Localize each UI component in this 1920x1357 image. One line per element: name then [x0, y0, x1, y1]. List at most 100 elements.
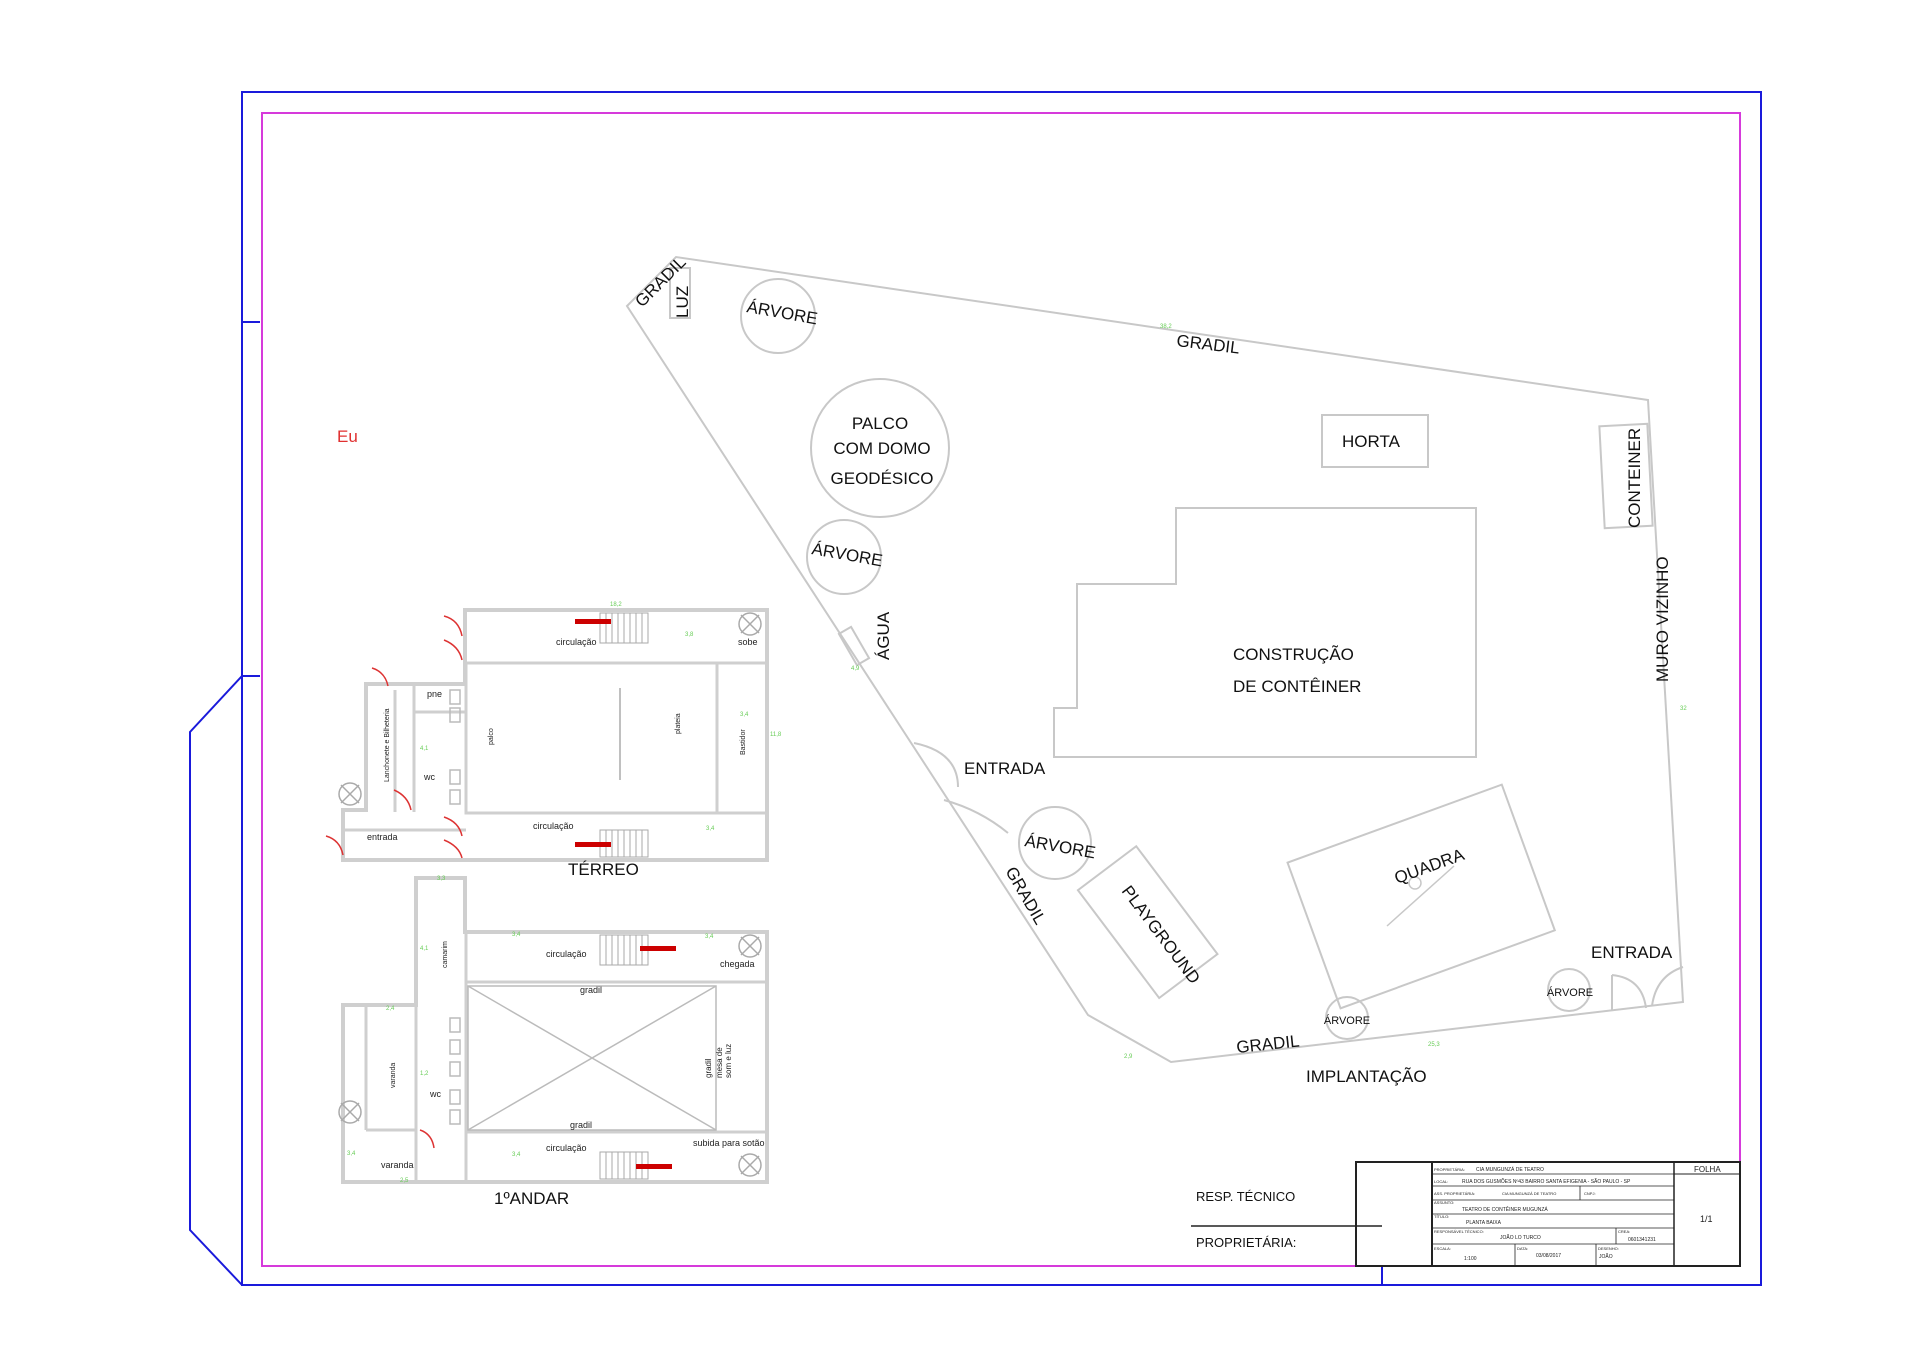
ground-wc: wc	[423, 772, 435, 782]
entrance-door-1	[913, 742, 1009, 834]
ground-sobe: sobe	[738, 637, 758, 647]
first-stair-marker-top	[640, 946, 676, 951]
resp-tecnico-label: RESP. TÉCNICO	[1196, 1189, 1295, 1204]
ground-title: TÉRREO	[568, 860, 639, 879]
tb-data-label: DATA:	[1517, 1246, 1528, 1251]
ground-toilets	[449, 689, 461, 805]
ground-stair-marker-bottom	[575, 842, 611, 847]
tree-bottom	[1325, 996, 1369, 1040]
site-plan	[625, 255, 1685, 1064]
svg-text:3,3: 3,3	[437, 876, 446, 882]
svg-text:4,1: 4,1	[420, 946, 429, 952]
tb-assunto-value: TEATRO DE CONTÊINER MUGUNZÁ	[1462, 1205, 1548, 1213]
svg-text:18,2: 18,2	[610, 602, 622, 608]
svg-text:3,4: 3,4	[347, 1151, 356, 1157]
ground-stair-top	[599, 612, 649, 644]
svg-text:38,2: 38,2	[1160, 324, 1172, 330]
first-wc: wc	[429, 1089, 441, 1099]
construction-line-1: CONSTRUÇÃO	[1233, 645, 1354, 664]
tree-right	[1547, 968, 1591, 1012]
first-gradil-top: gradil	[580, 985, 602, 995]
tb-assunto-label: ASSUNTO:	[1434, 1200, 1454, 1205]
svg-text:25,3: 25,3	[1428, 1042, 1440, 1048]
tb-desenho-label: DESENHO:	[1598, 1246, 1619, 1251]
tb-prop-label: PROPRIETÁRIA:	[1434, 1167, 1465, 1172]
ground-stair-bottom	[599, 829, 649, 858]
ground-circulation-bottom: circulação	[533, 821, 574, 831]
stage-line-1: PALCO	[852, 414, 908, 433]
tb-ass-value: CIA MUNGUNZÁ DE TEATRO	[1502, 1191, 1556, 1196]
title-block: RESP. TÉCNICO PROPRIETÁRIA: PROPRIETÁRIA…	[1191, 1161, 1741, 1267]
svg-text:2,9: 2,9	[1124, 1054, 1133, 1060]
container-construction	[1053, 507, 1477, 758]
first-chegada: chegada	[720, 959, 755, 969]
ground-doors	[325, 615, 463, 859]
tb-data-value: 03/08/2017	[1536, 1253, 1561, 1259]
tb-resp-value: JOÃO LO TURCO	[1500, 1234, 1541, 1241]
label-horta: HORTA	[1342, 432, 1401, 451]
tb-folha-label: FOLHA	[1694, 1165, 1721, 1174]
svg-text:3,8: 3,8	[685, 632, 694, 638]
tb-escala-value: 1:100	[1464, 1256, 1477, 1262]
stage-line-3: GEODÉSICO	[831, 469, 934, 488]
entrance-door-2	[1611, 966, 1684, 1010]
ground-fans	[338, 612, 762, 806]
note-eu: Eu	[337, 427, 358, 446]
site-labels: GRADIL LUZ ÁRVORE GRADIL PALCO COM DOMO …	[631, 253, 1672, 1086]
construction-line-2: DE CONTÊINER	[1233, 677, 1361, 696]
ground-red-marks	[575, 619, 611, 847]
inner-frame	[261, 112, 1741, 1267]
svg-text:1,2: 1,2	[420, 1071, 429, 1077]
first-title: 1ºANDAR	[494, 1189, 569, 1208]
svg-text:32: 32	[1680, 706, 1687, 712]
first-fans	[338, 934, 762, 1177]
ground-circulation-top: circulação	[556, 637, 597, 647]
label-quadra: QUADRA	[1392, 845, 1467, 888]
proprietaria-signature-label: PROPRIETÁRIA:	[1196, 1235, 1296, 1250]
ground-labels: circulação sobe pne wc palco plateia Bas…	[367, 637, 758, 879]
svg-text:3,4: 3,4	[706, 826, 715, 832]
first-varanda-vertical: varanda	[390, 1063, 397, 1088]
tb-escala-label: ESCALA:	[1434, 1246, 1451, 1251]
first-outer-walls	[341, 876, 769, 1184]
tb-crea-value: 0601341231	[1628, 1237, 1656, 1243]
label-luz: LUZ	[673, 286, 692, 318]
first-toilets	[449, 1017, 461, 1125]
stage-line-2: COM DOMO	[833, 439, 930, 458]
first-subida: subida para sotão	[693, 1138, 765, 1148]
ground-stage-room	[464, 661, 719, 815]
label-tree-right: ÁRVORE	[1547, 986, 1593, 999]
ground-floor-plan	[325, 608, 769, 862]
svg-text:3,4: 3,4	[740, 712, 749, 718]
first-gradil-bottom: gradil	[570, 1120, 592, 1130]
court-center	[1408, 876, 1422, 890]
first-camarim: camarim	[442, 941, 449, 968]
tb-local-label: LOCAL:	[1434, 1179, 1448, 1184]
first-mesa-line-2: som e luz	[724, 1044, 733, 1078]
tree-middle	[806, 519, 882, 595]
tree-top	[740, 278, 816, 354]
ground-stair-marker-top	[575, 619, 611, 624]
label-agua: ÁGUA	[874, 611, 893, 660]
first-circulation-bottom: circulação	[546, 1143, 587, 1153]
title-block-lines	[1191, 1161, 1741, 1267]
first-mesa-line-1: mesa de	[715, 1047, 724, 1078]
svg-text:4,9: 4,9	[851, 666, 860, 672]
first-stair-marker-bottom	[636, 1164, 672, 1169]
tb-desenho-value: JOÃO	[1599, 1253, 1613, 1260]
svg-text:3,4: 3,4	[512, 1152, 521, 1158]
site-boundary	[625, 255, 1685, 1064]
site-plan-title: IMPLANTAÇÃO	[1306, 1067, 1427, 1086]
ground-pne: pne	[427, 689, 442, 699]
stage-dome-circle	[810, 378, 950, 518]
label-conteiner: CONTEINER	[1625, 428, 1644, 528]
court-box	[1286, 783, 1557, 1010]
ground-lanchonete: Lanchonete e Bilheteria	[384, 708, 391, 782]
svg-text:2,4: 2,4	[386, 1006, 395, 1012]
ground-palco: palco	[488, 728, 495, 745]
first-circulation-top: circulação	[546, 949, 587, 959]
tb-prop-value: CIA MUNGUNZÁ DE TEATRO	[1476, 1166, 1544, 1173]
ground-bastidor: Bastidor	[740, 729, 747, 755]
